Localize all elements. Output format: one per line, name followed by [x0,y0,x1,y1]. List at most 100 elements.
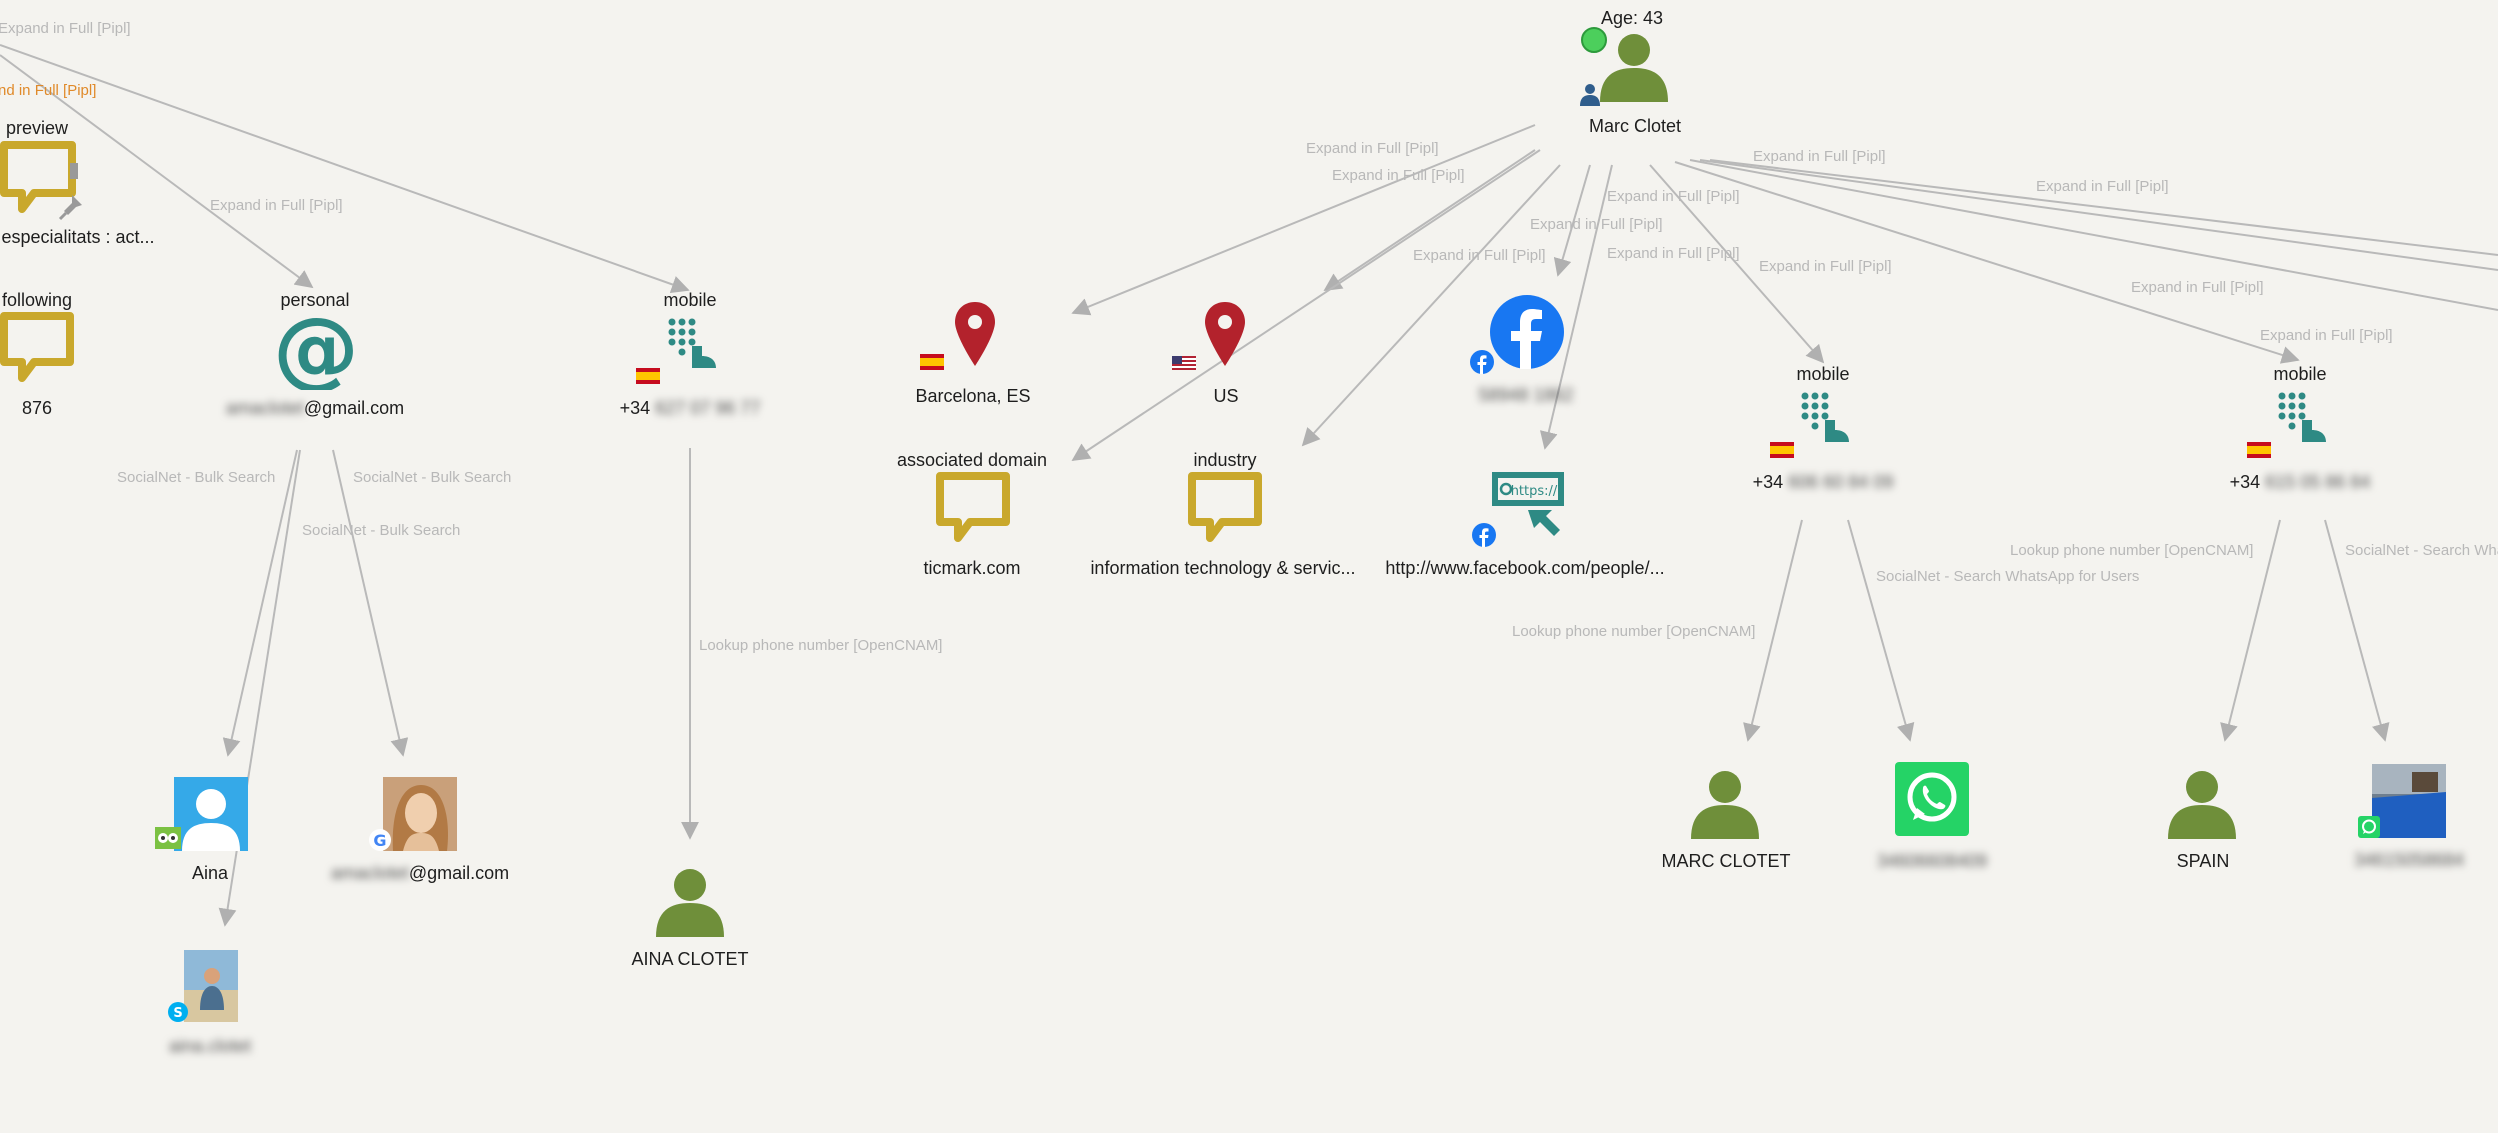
edge-label: Expand in Full [Pipl] [210,197,343,214]
edge[interactable] [222,449,298,757]
comment-icon [1188,472,1262,542]
node-aina[interactable]: Aina [150,775,270,890]
node-title: following [1,290,73,310]
comment-icon [0,141,78,213]
edge[interactable] [1674,161,2300,364]
email-domain: @gmail.com [303,398,405,418]
node-aina-skype[interactable]: S aina.clotet [160,948,260,1063]
node-title: mobile [663,290,717,310]
masked-text: 615 05 86 84 [2265,472,2371,492]
node-facebook-url[interactable]: https:// http://www.facebook.com/people/… [1380,465,1680,585]
masked-text: 627 07 96 77 [655,398,761,418]
facebook-badge-icon [1470,350,1494,374]
node-whatsapp-photo[interactable]: 34615058684 [2345,762,2485,877]
edge-label: Expand in Full [Pipl] [1332,167,1465,184]
edge[interactable] [1553,164,1591,277]
owl-badge-icon [155,827,181,849]
edge-label: Expand in Full [Pipl] [1607,245,1740,262]
edge[interactable] [1301,164,1561,447]
facebook-icon [1490,295,1564,369]
edge[interactable] [1649,164,1825,364]
edge-label: nd in Full [Pipl] [0,82,96,99]
root-node-marc-clotet[interactable]: Age: 43 Marc Clotet [1560,0,1710,140]
flag-usa-icon [1172,356,1196,370]
person-icon [1691,771,1759,839]
edge[interactable] [0,54,314,289]
node-value: amaclotet@gmail.com [331,863,509,884]
edge-label: Expand in Full [Pipl] [1607,188,1740,205]
node-whatsapp-account[interactable]: 34606608409 [1870,762,1995,877]
age-label: Age: 43 [1600,8,1664,28]
whatsapp-badge-icon [2358,816,2380,838]
edge[interactable] [1743,519,1803,742]
edge[interactable] [1709,159,2498,256]
edge[interactable] [1847,519,1915,742]
node-preview[interactable]: preview [0,115,100,221]
node-facebook-account[interactable]: 58948 1862 [1470,295,1580,410]
masked-text: 34606608409 [1876,851,1988,871]
node-location-barcelona[interactable]: Barcelona, ES [900,300,1050,410]
node-location-us[interactable]: US [1150,300,1300,410]
edge-label: Expand in Full [Pipl] [2131,279,2264,296]
node-label: http://www.facebook.com/people/... [1385,558,1665,578]
edge[interactable] [332,449,409,757]
node-title: mobile [2273,364,2327,384]
node-email-personal[interactable]: personal @ amaclotet@gmail.com [220,288,410,428]
node-title: preview [5,118,69,138]
edge[interactable] [1699,159,2498,271]
profile-photo-pool [2372,764,2446,838]
masked-text: amaclotet [225,398,304,418]
edge-label: Expand in Full [Pipl] [1753,148,1886,165]
node-following[interactable]: following 876 [0,288,80,428]
node-industry[interactable]: industry information technology & servic… [1090,450,1355,590]
flag-spain-icon [920,354,944,370]
node-associated-domain[interactable]: associated domain ticmark.com [880,450,1070,590]
flag-spain-icon [636,368,660,384]
phone-prefix: +34 [619,398,651,418]
whatsapp-icon [1895,762,1969,836]
edge[interactable] [2220,519,2281,742]
node-mobile-2[interactable]: mobile +34 606 60 84 09 [1745,362,1905,502]
edge[interactable] [1071,149,1541,461]
node-title: associated domain [896,450,1048,470]
edge-label: Expand in Full [Pipl] [0,20,131,37]
phone-dialpad-icon [1801,392,1849,442]
node-mobile-3[interactable]: mobile +34 615 05 86 84 [2222,362,2382,502]
svg-text:S: S [173,1006,182,1021]
edge[interactable] [1071,124,1536,316]
edge[interactable] [2324,519,2390,742]
person-icon [656,869,724,937]
comment-icon [0,312,74,382]
node-title: industry [1193,450,1257,470]
node-title: personal [280,290,350,310]
edge[interactable] [1689,159,2498,311]
edge[interactable] [1539,164,1613,450]
edge-label: Expand in Full [Pipl] [2260,327,2393,344]
edge[interactable] [1323,149,1536,291]
edge-label: Expand in Full [Pipl] [1413,247,1546,264]
status-online-icon [1581,27,1607,53]
edge-label: SocialNet - Search Wha [2345,542,2498,559]
masked-text: 58948 1862 [1478,385,1574,405]
node-marc-clotet-cnam[interactable]: MARC CLOTET [1655,767,1795,877]
node-label: Aina [191,863,229,883]
edge-label: SocialNet - Bulk Search [353,469,511,486]
edge[interactable] [0,44,690,294]
node-label: information technology & servic... [1090,558,1356,578]
node-aina-clotet[interactable]: AINA CLOTET [620,865,760,975]
node-label: Barcelona, ES [915,386,1031,406]
phone-dialpad-icon [2278,392,2326,442]
edge-label: Expand in Full [Pipl] [1759,258,1892,275]
url-icon: https:// [1492,472,1564,536]
node-mobile-1[interactable]: mobile +34 627 07 96 77 [610,288,770,428]
flag-spain-icon [2247,442,2271,458]
svg-text:G: G [373,831,386,850]
edge-label: Lookup phone number [OpenCNAM] [2010,542,2253,559]
node-spain[interactable]: SPAIN [2132,767,2272,877]
node-especialitats-label[interactable]: especialitats : act... [1,227,155,247]
edge-label: SocialNet - Bulk Search [302,522,460,539]
person-icon [2168,771,2236,839]
facebook-badge-icon [1472,523,1496,547]
